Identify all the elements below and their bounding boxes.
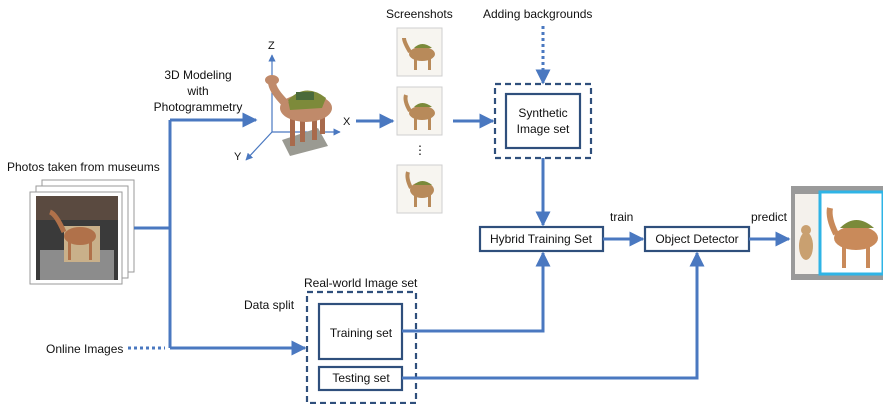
synthetic-image-set-box <box>504 92 582 150</box>
camel-3d-model: Z X Y <box>234 40 351 163</box>
hybrid-training-set-label: Hybrid Training Set <box>490 232 593 246</box>
adding-backgrounds-label: Adding backgrounds <box>483 7 592 21</box>
real-world-set-label: Real-world Image set <box>304 276 418 290</box>
modeling-label-line3: Photogrammetry <box>154 100 243 114</box>
prediction-image <box>791 186 883 280</box>
object-detector-label: Object Detector <box>655 232 738 246</box>
modeling-label-line1: 3D Modeling <box>164 68 231 82</box>
training-set-box <box>317 302 404 361</box>
axis-x-label: X <box>343 116 351 128</box>
testing-set-label: Testing set <box>332 371 390 385</box>
screenshots-ellipsis: ⋮ <box>414 143 426 157</box>
modeling-label-line2: with <box>186 84 208 98</box>
photos-museums-label: Photos taken from museums <box>7 160 160 174</box>
axis-z-label: Z <box>268 40 275 52</box>
connectors <box>128 26 791 380</box>
train-label: train <box>610 210 633 224</box>
screenshot-1 <box>396 27 443 77</box>
predict-label: predict <box>751 210 788 224</box>
synthetic-label-line1: Synthetic <box>518 106 567 120</box>
arrow-training-to-hybrid <box>402 251 551 333</box>
training-set-label: Training set <box>330 326 393 340</box>
arrow-testing-to-detector <box>402 251 705 380</box>
online-images-label: Online Images <box>46 342 123 356</box>
museum-photos-stack <box>29 179 135 285</box>
screenshots-label: Screenshots <box>386 7 453 21</box>
axis-y-label: Y <box>234 151 242 163</box>
synthetic-label-line2: Image set <box>517 122 570 136</box>
data-split-label: Data split <box>244 298 295 312</box>
synthetic-dashed-frame <box>493 82 593 160</box>
real-world-dashed-frame <box>305 290 418 404</box>
screenshot-2 <box>396 86 443 136</box>
screenshot-3 <box>396 164 443 214</box>
